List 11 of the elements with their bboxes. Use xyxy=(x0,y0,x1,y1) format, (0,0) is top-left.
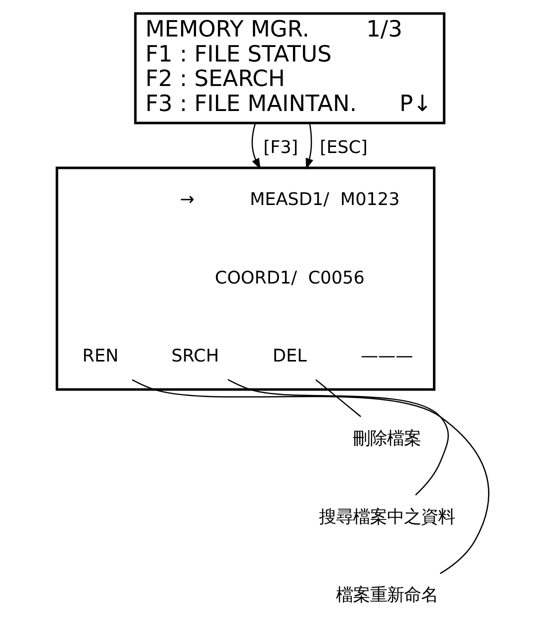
node-text: SRCH xyxy=(171,346,219,367)
node-text: 刪除檔案 xyxy=(352,428,421,449)
node-text: 搜尋檔案中之資料 xyxy=(318,507,455,528)
node-text: ——— xyxy=(360,346,414,367)
node-text: REN xyxy=(82,346,119,367)
node-text: DEL xyxy=(272,346,307,367)
node-text: → MEASD1/ M0123 xyxy=(180,190,400,210)
edge-label: [F3] xyxy=(263,138,298,158)
node-text: COORD1/ C0056 xyxy=(214,268,365,288)
node-text: 檔案重新命名 xyxy=(336,586,438,606)
edge-label: [ESC] xyxy=(320,138,368,158)
